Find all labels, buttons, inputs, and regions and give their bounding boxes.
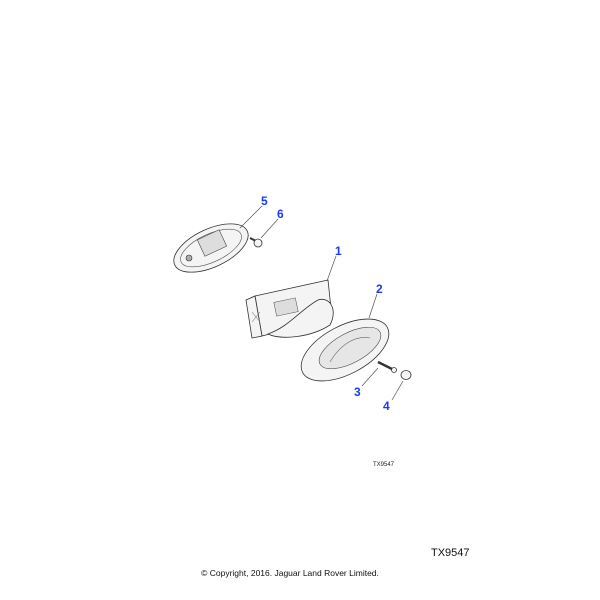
leader-line-3 bbox=[361, 367, 379, 387]
callout-3: 3 bbox=[354, 385, 361, 399]
part-2-bezel bbox=[300, 318, 390, 382]
leader-line-4 bbox=[391, 380, 404, 401]
part-6-screw bbox=[249, 237, 263, 248]
callout-6: 6 bbox=[277, 207, 284, 221]
callout-4: 4 bbox=[383, 399, 390, 413]
part-3-bolt bbox=[377, 360, 397, 373]
leader-line-6 bbox=[260, 218, 279, 239]
callout-5: 5 bbox=[261, 194, 268, 208]
leader-line-2 bbox=[368, 293, 378, 319]
leader-line-1 bbox=[326, 255, 337, 282]
callout-2: 2 bbox=[376, 282, 383, 296]
part-4-cap bbox=[400, 370, 412, 380]
illustration-reference-small: TX9547 bbox=[373, 462, 395, 468]
illustration-reference: TX9547 bbox=[431, 547, 470, 559]
part-5-mounting-plate bbox=[173, 223, 249, 273]
copyright-notice: © Copyright, 2016. Jaguar Land Rover Lim… bbox=[201, 568, 379, 578]
callout-1: 1 bbox=[335, 244, 342, 258]
part-1-handle-housing bbox=[245, 279, 334, 339]
leader-line-5 bbox=[239, 205, 263, 229]
